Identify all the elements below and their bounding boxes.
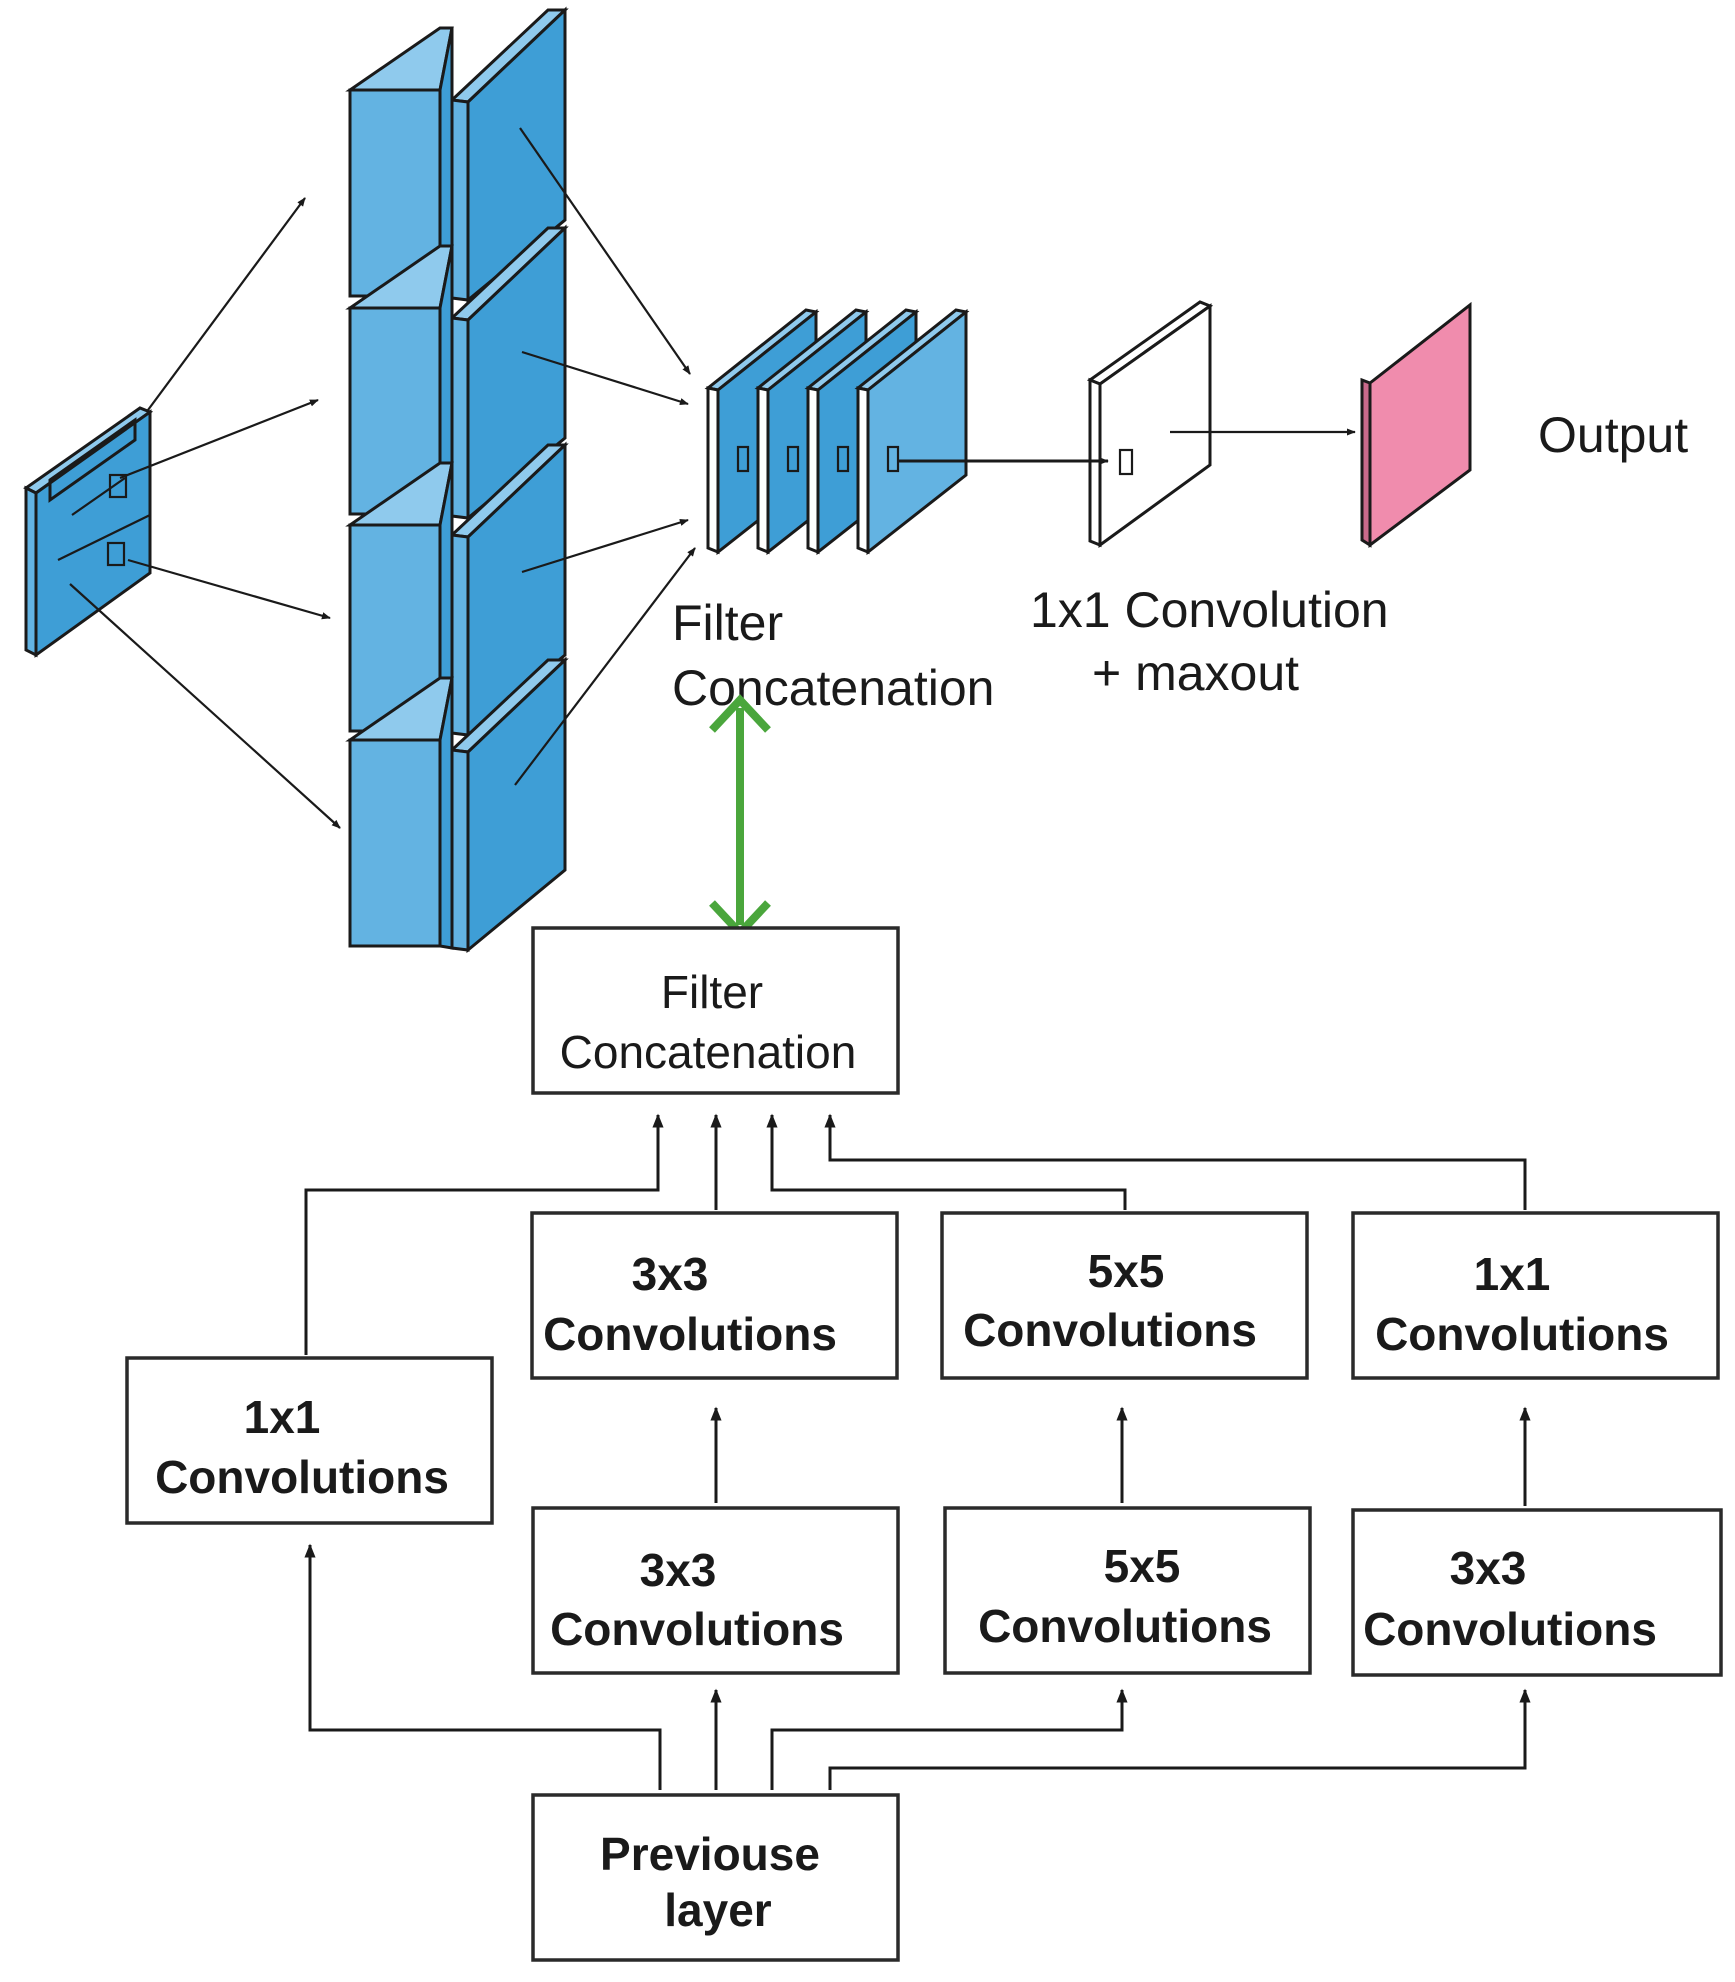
input-feature-map	[23, 406, 154, 658]
branch3-upper-size-label: 5x5	[1088, 1245, 1165, 1297]
concat-slab-4	[854, 308, 970, 556]
feature-stack-4	[345, 656, 569, 954]
branch2-lower-conv-label: Convolutions	[550, 1603, 844, 1655]
branch2-upper-size-label: 3x3	[632, 1248, 709, 1300]
branch4-lower-conv-box: 3x3 Convolutions	[1351, 1508, 1723, 1677]
branch3-upper-conv-box: 5x5 Convolutions	[940, 1211, 1309, 1380]
top-filter-concat-label-1: Filter	[672, 595, 783, 651]
previous-layer-label-2: layer	[664, 1884, 772, 1936]
maxout-feature-map	[1086, 300, 1214, 548]
feature-stack-2	[345, 224, 569, 522]
branch4-upper-conv-box: 1x1 Convolutions	[1351, 1211, 1720, 1380]
output-map	[1360, 301, 1472, 548]
feature-stack-3	[345, 441, 569, 739]
branch1-conv-label: Convolutions	[155, 1451, 449, 1503]
branch2-upper-conv-label: Convolutions	[543, 1308, 837, 1360]
branch1-conv-box: 1x1 Convolutions	[125, 1356, 494, 1525]
bottom-connectors	[304, 1113, 1531, 1790]
branch3-upper-conv-label: Convolutions	[963, 1304, 1257, 1356]
branch3-lower-conv-box: 5x5 Convolutions	[943, 1506, 1312, 1675]
branch2-lower-size-label: 3x3	[640, 1544, 717, 1596]
branch3-lower-conv-label: Convolutions	[978, 1600, 1272, 1652]
concatenated-feature-maps	[704, 308, 970, 556]
branch4-lower-conv-label: Convolutions	[1363, 1603, 1657, 1655]
link-double-arrow	[709, 694, 771, 939]
conv-maxout-label-2: + maxout	[1092, 645, 1299, 701]
feature-stack-1	[345, 6, 569, 304]
conv-maxout-label-1: 1x1 Convolution	[1030, 582, 1389, 638]
branch4-upper-conv-label: Convolutions	[1375, 1308, 1669, 1360]
branch2-lower-conv-box: 3x3 Convolutions	[531, 1506, 900, 1675]
branch4-upper-size-label: 1x1	[1474, 1248, 1551, 1300]
top-arrows	[69, 127, 1356, 829]
filter-concatenation-box: Filter Concatenation	[531, 926, 900, 1095]
filter-concat-box-label-1: Filter	[661, 966, 763, 1018]
filter-concat-box-label-2: Concatenation	[560, 1026, 857, 1078]
branch4-lower-size-label: 3x3	[1450, 1542, 1527, 1594]
branch1-size-label: 1x1	[244, 1391, 321, 1443]
branch-feature-maps	[345, 6, 569, 954]
branch2-upper-conv-box: 3x3 Convolutions	[530, 1211, 899, 1380]
output-label: Output	[1538, 407, 1688, 463]
previous-layer-box: Previouse layer	[531, 1793, 900, 1962]
branch3-lower-size-label: 5x5	[1104, 1540, 1181, 1592]
previous-layer-label-1: Previouse	[600, 1828, 820, 1880]
top-filter-concat-label-2: Concatenation	[672, 660, 994, 716]
